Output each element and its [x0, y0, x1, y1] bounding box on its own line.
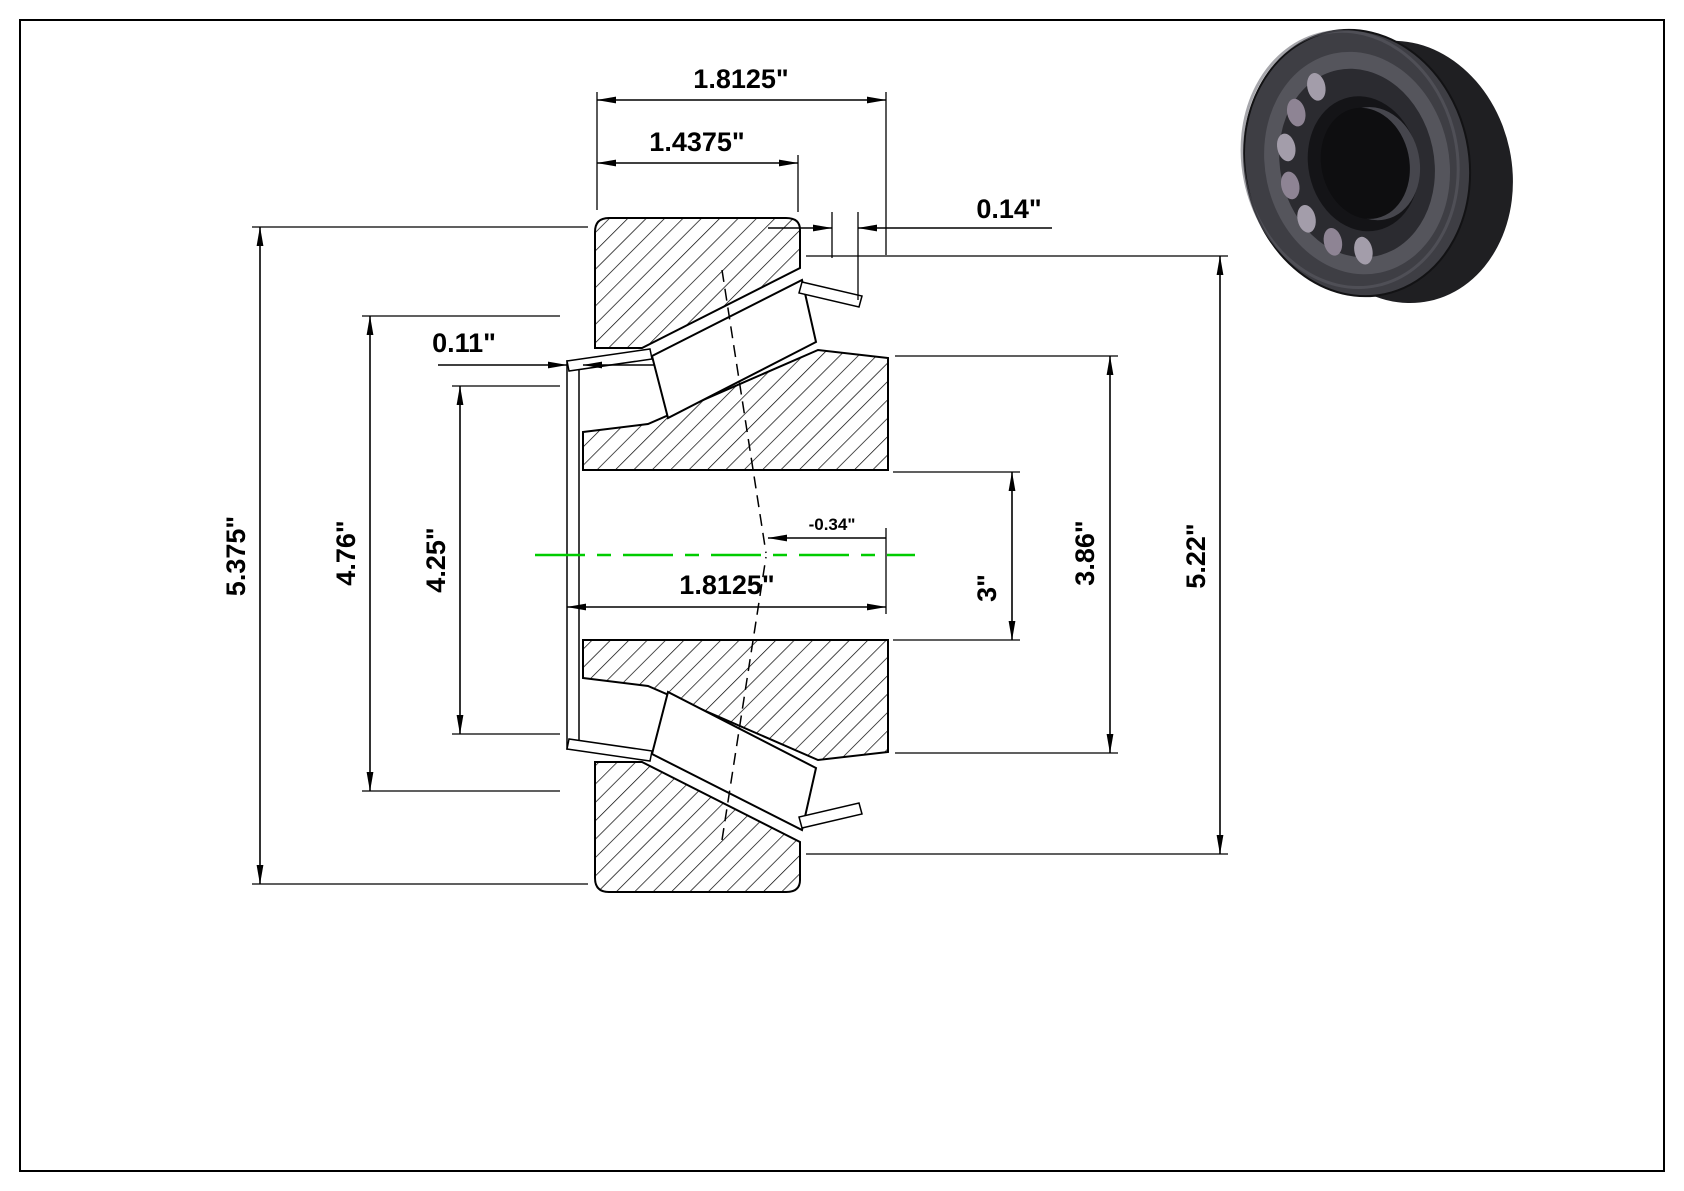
dim-cup-width: 1.4375": [596, 127, 799, 212]
dim-back-face-offset: 0.14": [768, 194, 1052, 300]
dim-4-76: 4.76": [331, 315, 560, 792]
dimension-label: 5.375": [221, 516, 251, 596]
dim-front-face-offset: 0.11": [432, 328, 655, 369]
dim-cone-width: 1.8125": [566, 570, 887, 611]
dim-4-25: 4.25": [421, 385, 560, 735]
dimension-label: 4.25": [421, 527, 451, 592]
bearing-cage-rollers: [1276, 73, 1373, 265]
bearing-bore-hole: [1320, 107, 1410, 219]
dimension-label: 3.86": [1070, 520, 1100, 585]
cage-strip-bottom-right: [798, 802, 863, 829]
bearing-3d-render: [1240, 28, 1513, 304]
dimension-label: 3": [972, 574, 1002, 602]
cage-strip-top-left: [566, 348, 653, 372]
dimension-label: 0.14": [976, 194, 1041, 224]
bearing-outer-highlight: [1240, 29, 1460, 290]
bearing-section-view: [535, 217, 915, 893]
cage-strip-bottom-left: [566, 738, 653, 762]
cup-top-section: [594, 217, 801, 349]
cone-bottom-section: [582, 639, 889, 762]
dim-overall-width: 1.8125": [596, 64, 887, 255]
dim-3-86: 3.86": [895, 355, 1118, 754]
cage-strip-top-right: [798, 281, 863, 308]
dimension-label: 5.22": [1181, 523, 1211, 588]
dimension-label: 1.8125": [679, 570, 774, 600]
dimension-label: -0.34": [809, 515, 856, 534]
roller-axis-top: [721, 269, 767, 554]
dimension-label: 1.8125": [693, 64, 788, 94]
page-border: [19, 19, 1665, 1172]
cone-top-section: [582, 348, 889, 471]
cup-bottom-section: [594, 761, 801, 893]
dim-effective-center: -0.34": [767, 515, 887, 614]
dimension-label: 1.4375": [649, 127, 744, 157]
dim-bore: 3": [893, 471, 1020, 641]
dimension-label: 0.11": [432, 328, 496, 358]
dimension-label: 4.76": [331, 520, 361, 585]
dim-5-22: 5.22": [806, 255, 1228, 855]
dim-outer-diameter: 5.375": [221, 226, 588, 885]
